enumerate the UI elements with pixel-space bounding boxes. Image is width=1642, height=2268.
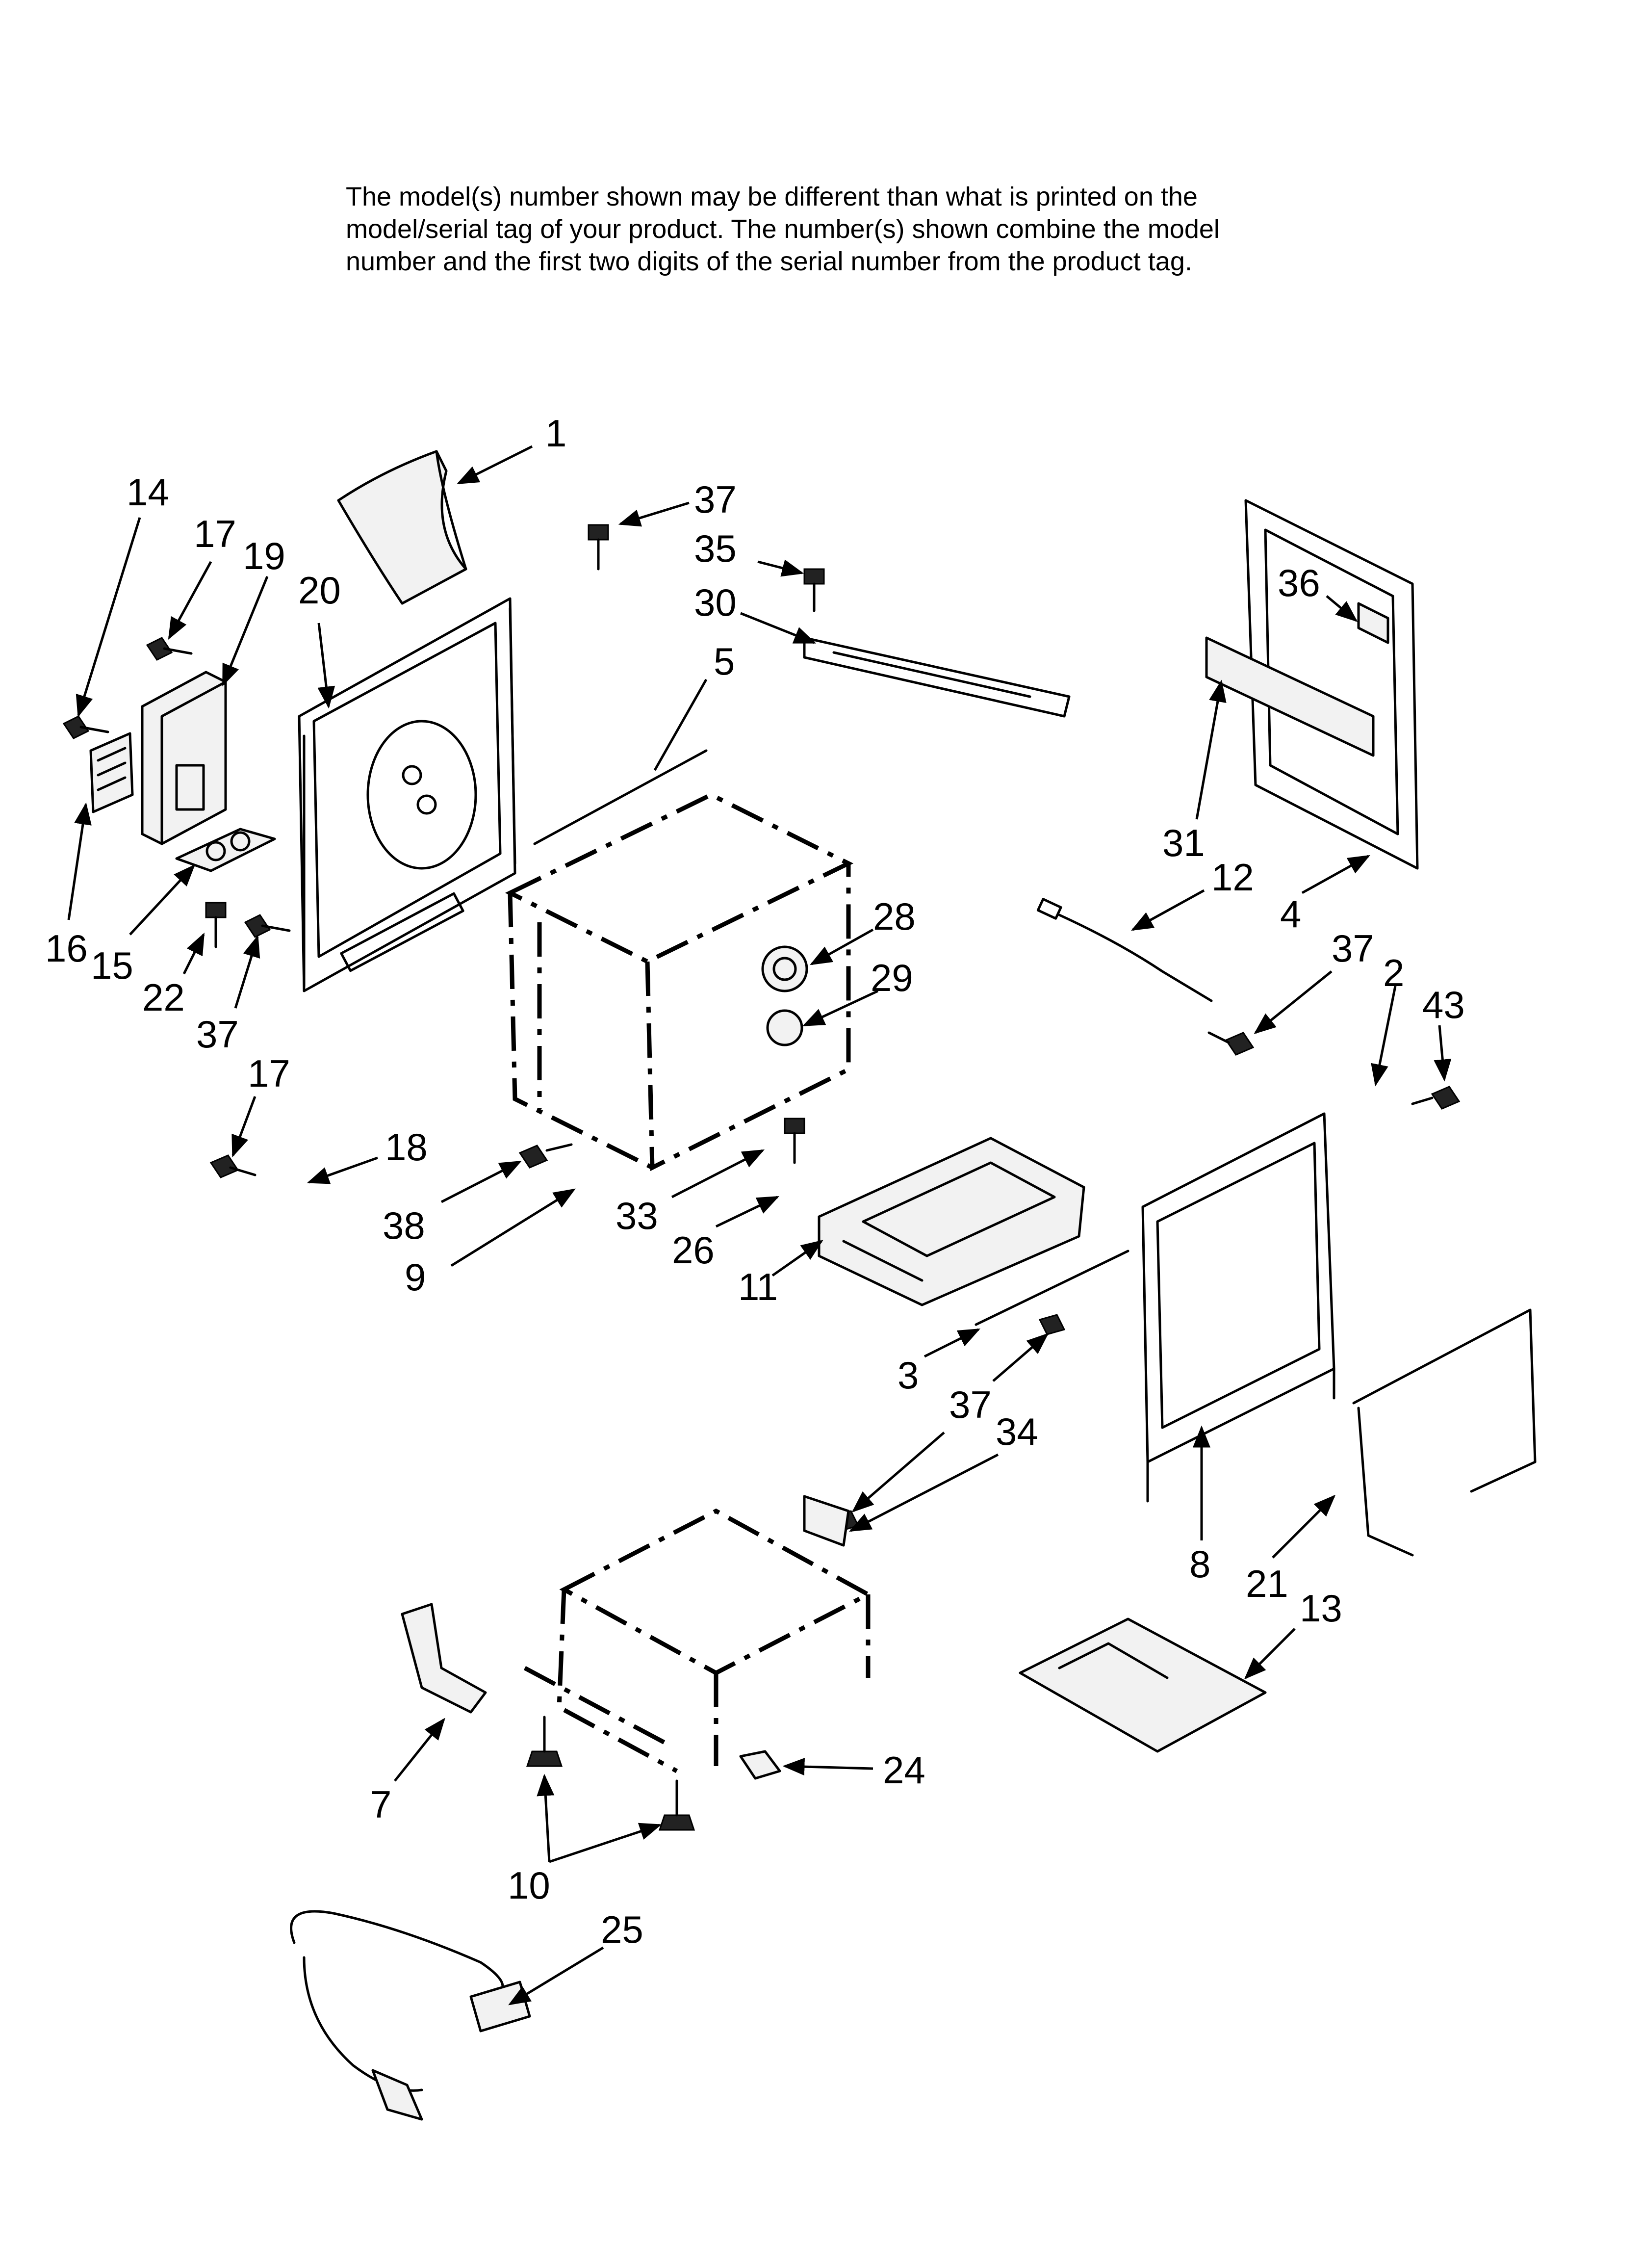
part-20-rear-panel xyxy=(298,597,516,992)
callout-15: 15 xyxy=(91,944,133,987)
part-3-strip xyxy=(975,1250,1129,1326)
notice-line-2: model/serial tag of your product. The nu… xyxy=(346,214,1220,244)
part-16-terminal-plate xyxy=(89,732,134,813)
callout-37-right: 37 xyxy=(1332,927,1374,970)
callout-31: 31 xyxy=(1162,821,1205,864)
callout-19: 19 xyxy=(243,534,285,577)
notice-line-3: number and the first two digits of the s… xyxy=(346,247,1192,276)
callout-11: 11 xyxy=(738,1265,778,1308)
callout-17-lower: 17 xyxy=(248,1052,290,1095)
callout-30: 30 xyxy=(694,581,737,624)
part-15-gasket xyxy=(175,828,276,872)
callout-24: 24 xyxy=(883,1748,925,1792)
callout-38: 38 xyxy=(383,1204,425,1247)
notice-line-1: The model(s) number shown may be differe… xyxy=(346,182,1198,211)
callout-37-lower: 37 xyxy=(949,1383,992,1426)
callout-21: 21 xyxy=(1246,1562,1288,1605)
callout-labels: 1 37 35 30 5 14 17 19 20 16 15 22 37 17 … xyxy=(45,412,1465,1951)
callout-7: 7 xyxy=(370,1783,391,1826)
part-7-bracket xyxy=(401,1603,487,1714)
part-21-gasket xyxy=(1352,1308,1537,1557)
part-1-vent-duct xyxy=(337,450,467,605)
callout-28: 28 xyxy=(873,895,916,938)
part-5-oven-cavity xyxy=(505,749,854,1172)
callout-16: 16 xyxy=(45,927,88,970)
callout-36: 36 xyxy=(1278,561,1320,604)
part-8-door-frame xyxy=(1141,1112,1335,1503)
callout-22: 22 xyxy=(142,976,185,1019)
callout-33: 33 xyxy=(616,1194,658,1237)
callout-37-left: 37 xyxy=(196,1013,239,1056)
callout-8: 8 xyxy=(1189,1542,1210,1586)
part-19-housing xyxy=(141,671,227,845)
callout-1: 1 xyxy=(545,412,566,455)
callout-29: 29 xyxy=(871,956,913,999)
callout-3: 3 xyxy=(898,1354,919,1397)
callout-34: 34 xyxy=(996,1410,1038,1453)
base-frame xyxy=(523,1508,873,1773)
callout-25: 25 xyxy=(601,1908,643,1951)
part-30-rail xyxy=(803,636,1071,718)
callout-26: 26 xyxy=(672,1228,715,1272)
model-number-notice: The model(s) number shown may be differe… xyxy=(346,181,1425,278)
callout-35: 35 xyxy=(694,527,737,570)
part-11-panel xyxy=(818,1137,1085,1306)
callout-4: 4 xyxy=(1280,892,1301,936)
callout-5: 5 xyxy=(714,640,735,683)
callout-37-top: 37 xyxy=(694,478,737,521)
callout-2: 2 xyxy=(1383,951,1404,994)
part-34-bracket xyxy=(803,1495,850,1547)
part-31-handle xyxy=(1205,636,1375,757)
callout-14: 14 xyxy=(127,470,169,514)
callout-10: 10 xyxy=(508,1864,550,1907)
part-10-leveling-legs xyxy=(526,1716,695,1831)
part-25-power-cord xyxy=(290,1910,531,2121)
part-28-29-controls xyxy=(761,945,808,1046)
callout-20: 20 xyxy=(298,569,341,612)
callout-17-upper: 17 xyxy=(194,512,236,555)
part-12-wire xyxy=(1036,898,1213,1002)
callout-12: 12 xyxy=(1211,856,1254,899)
callout-9: 9 xyxy=(405,1255,426,1299)
callout-leaders xyxy=(67,445,1452,2006)
callout-18: 18 xyxy=(385,1125,428,1169)
part-13-panel xyxy=(1019,1617,1267,1753)
callout-43: 43 xyxy=(1422,983,1465,1026)
part-24-clip xyxy=(739,1750,781,1780)
callout-13: 13 xyxy=(1300,1587,1342,1630)
